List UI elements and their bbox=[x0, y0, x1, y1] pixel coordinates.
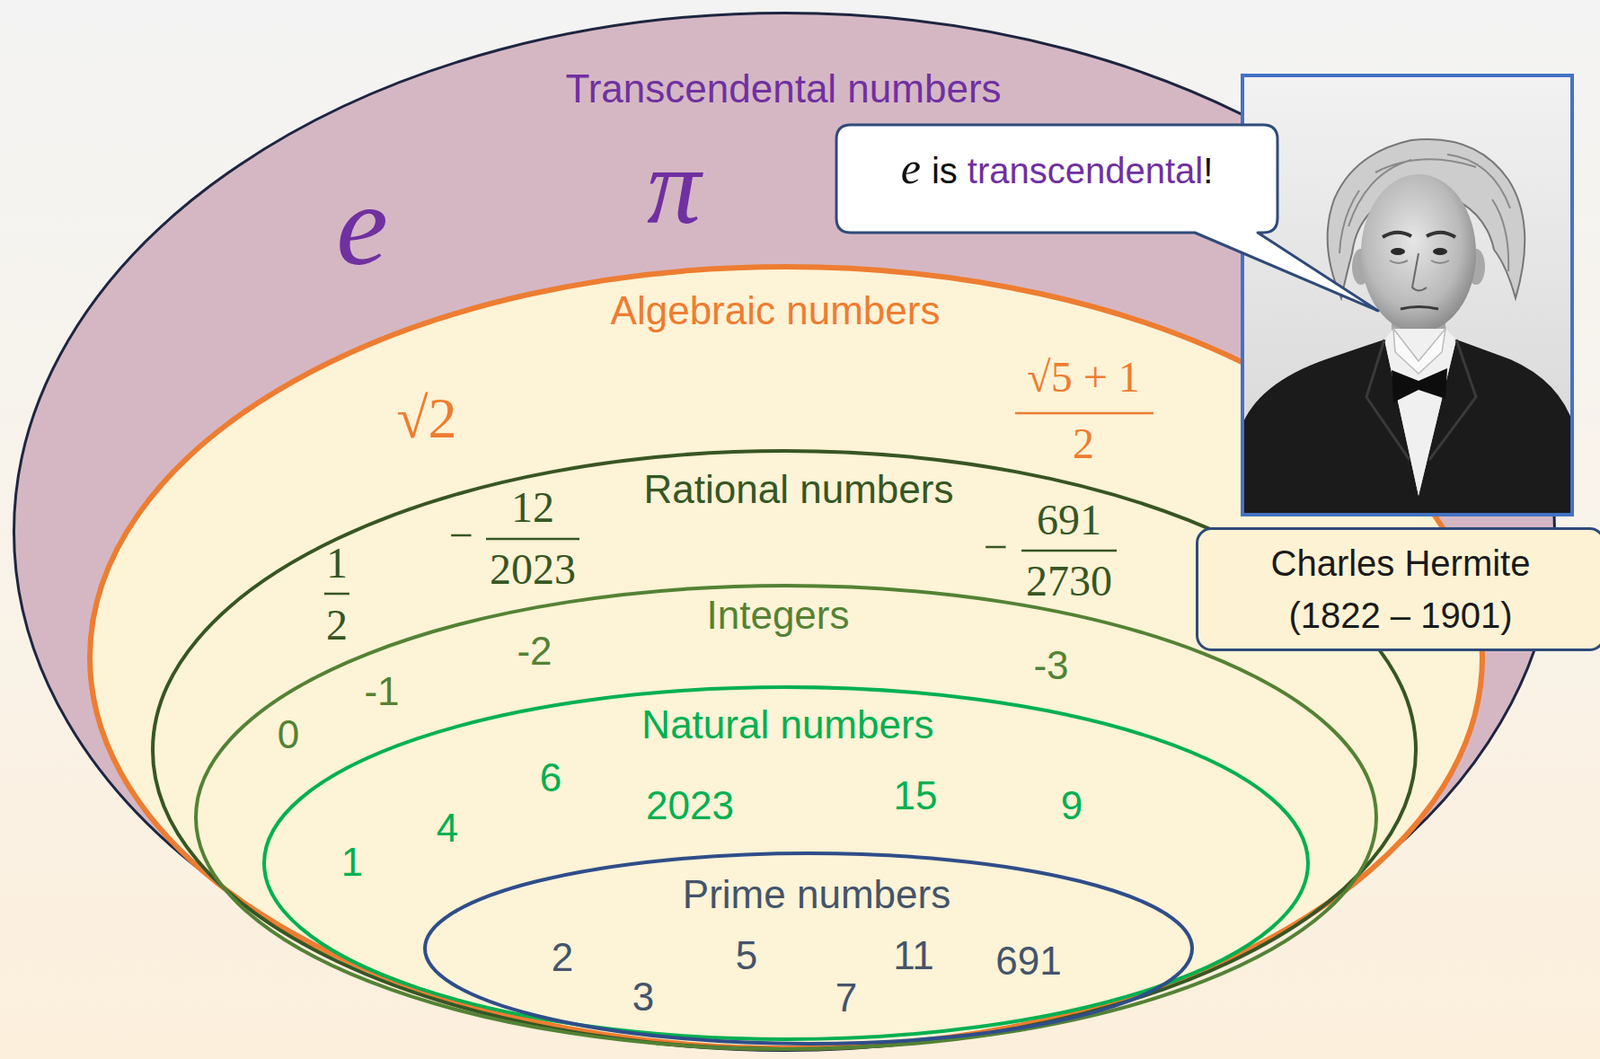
eyebrow bbox=[1382, 232, 1412, 238]
fraction-numerator: √5 + 1 bbox=[1026, 355, 1140, 399]
shirt bbox=[1384, 328, 1457, 496]
set-ellipse bbox=[264, 687, 1309, 1040]
example-number: -1 bbox=[363, 671, 399, 712]
example-number: 11 bbox=[892, 936, 935, 976]
bubble-text: ! bbox=[1202, 150, 1213, 191]
example-number: 3 bbox=[632, 977, 655, 1017]
lapel bbox=[1366, 339, 1477, 460]
person-name: Charles Hermite bbox=[1271, 543, 1531, 584]
eye-shadow bbox=[1389, 260, 1450, 264]
example-number: 2 bbox=[551, 937, 574, 978]
fraction-denominator: 2 bbox=[326, 603, 348, 647]
bubble-text: is bbox=[931, 150, 958, 191]
example-number: 6 bbox=[539, 758, 562, 798]
minus-sign: − bbox=[448, 513, 473, 557]
example-number: 1 bbox=[341, 842, 363, 883]
photo-background bbox=[1240, 73, 1574, 517]
photo-frame bbox=[1242, 75, 1573, 515]
fraction-denominator: 2023 bbox=[489, 548, 576, 592]
caption-box-shape bbox=[1197, 529, 1600, 651]
math-symbol: e bbox=[901, 142, 921, 194]
name-caption-box: Charles Hermite (1822 – 1901) bbox=[1195, 527, 1600, 652]
prime-region: Prime numbers 2 3 5 7 11 691 bbox=[423, 851, 1194, 1046]
example-number: 5 bbox=[735, 936, 758, 976]
example-number: 9 bbox=[1060, 786, 1083, 826]
nose bbox=[1412, 253, 1427, 292]
set-ellipse bbox=[89, 266, 1483, 1049]
example-number: √2 bbox=[396, 389, 457, 448]
bow-tie bbox=[1391, 368, 1448, 403]
fraction-numerator: 1 bbox=[326, 541, 348, 585]
region-title: Algebraic numbers bbox=[610, 291, 941, 331]
example-number: 0 bbox=[277, 715, 300, 755]
portrait-photo bbox=[1240, 73, 1574, 517]
region-title: Natural numbers bbox=[641, 705, 934, 745]
integer-region: Integers 0 -1 -2 -3Natural numbers 1 4 6 2023 15 9… bbox=[194, 583, 1379, 1052]
region-title: Rational numbers bbox=[644, 469, 955, 510]
example-number: 15 bbox=[893, 776, 938, 816]
region-title: Transcendental numbers bbox=[565, 69, 1001, 109]
region-title: Prime numbers bbox=[682, 875, 951, 915]
example-number: -3 bbox=[1033, 645, 1069, 686]
constant-symbol: π bbox=[646, 132, 701, 241]
mouth bbox=[1400, 307, 1439, 310]
speech-bubble: eistranscendental! bbox=[836, 124, 1278, 233]
example-number: 7 bbox=[835, 978, 858, 1018]
set-ellipse bbox=[424, 853, 1193, 1044]
set-ellipse bbox=[195, 585, 1377, 1050]
face bbox=[1361, 174, 1477, 333]
fraction-denominator: 2730 bbox=[1025, 559, 1113, 603]
example-number: -2 bbox=[516, 631, 552, 672]
fraction-denominator: 2 bbox=[1072, 422, 1095, 466]
region-title: Integers bbox=[707, 595, 850, 636]
constant-symbol: e bbox=[335, 166, 389, 283]
fraction-numerator: 12 bbox=[511, 486, 555, 530]
eye bbox=[1432, 247, 1448, 256]
example-number: 2023 bbox=[645, 786, 734, 826]
life-dates: (1822 – 1901) bbox=[1288, 595, 1512, 636]
collar bbox=[1393, 328, 1446, 374]
example-number: 4 bbox=[436, 808, 459, 849]
minus-sign: − bbox=[982, 525, 1008, 569]
natural-region: Natural numbers 1 4 6 2023 15 9Prime numbers 2 3… bbox=[262, 685, 1310, 1042]
bubble-highlight: transcendental bbox=[967, 150, 1203, 191]
speech-bubble-shape bbox=[836, 124, 1379, 311]
integer-region-outline bbox=[194, 583, 1379, 1052]
fraction-numerator: 691 bbox=[1036, 498, 1102, 542]
eyebrow bbox=[1426, 232, 1456, 238]
eye bbox=[1390, 247, 1406, 256]
example-number: 691 bbox=[995, 941, 1061, 982]
